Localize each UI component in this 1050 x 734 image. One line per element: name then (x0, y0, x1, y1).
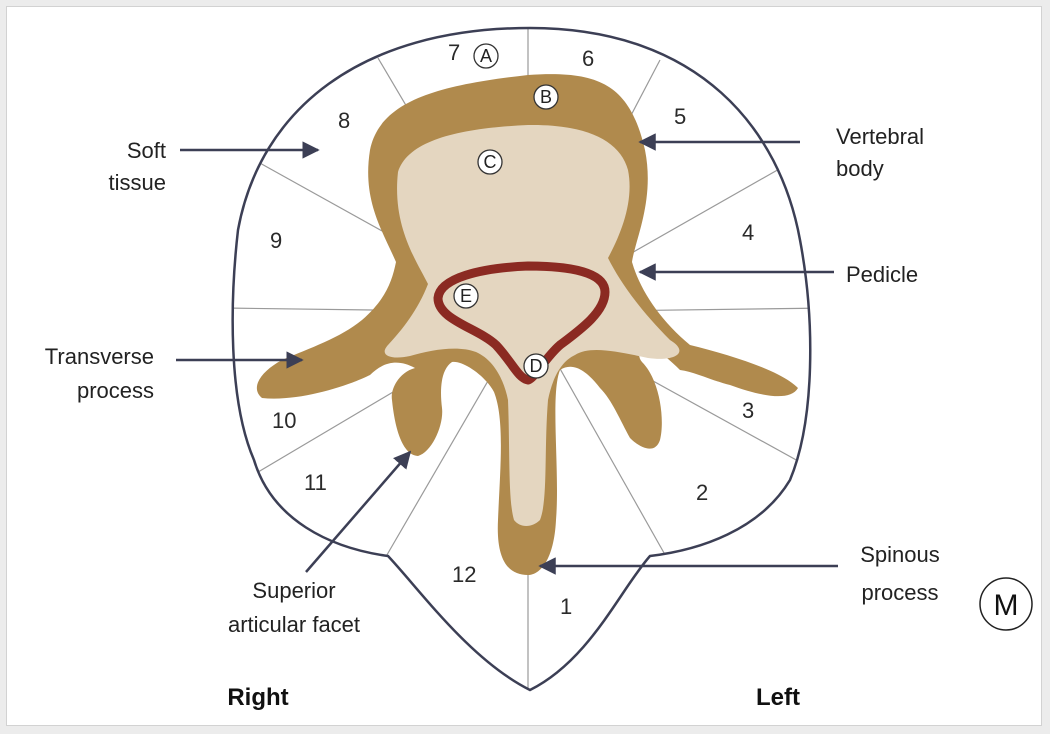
sector-numbers: 1 2 3 4 5 6 7 8 9 10 11 12 (270, 40, 754, 619)
label-pedicle: Pedicle (846, 262, 918, 287)
label-soft-tissue-line1: Soft (127, 138, 166, 163)
zone-d-circle (523, 353, 549, 379)
zone-a-circle (473, 43, 499, 69)
sector-number-7: 7 (448, 40, 460, 65)
sector-number-5: 5 (674, 104, 686, 129)
corner-mark-circle (979, 577, 1033, 631)
anatomy-labels: Soft tissue Vertebral body Pedicle Trans… (45, 124, 940, 637)
zone-b-circle (533, 84, 559, 110)
sector-number-9: 9 (270, 228, 282, 253)
side-label-right: Right (227, 684, 288, 711)
label-superior-articular-facet-line1: Superior (252, 578, 335, 603)
zone-a-label: A (480, 46, 492, 66)
corner-mark-label: M (994, 589, 1019, 622)
sector-number-1: 1 (560, 594, 572, 619)
sector-number-6: 6 (582, 46, 594, 71)
zone-e-circle (453, 283, 479, 309)
label-vertebral-body-line1: Vertebral (836, 124, 924, 149)
side-label-left: Left (756, 684, 800, 711)
sector-number-11: 11 (304, 470, 327, 495)
soft-tissue-outline (231, 26, 812, 692)
label-transverse-process-line1: Transverse (45, 344, 154, 369)
label-spinous-process-line1: Spinous (860, 542, 940, 567)
sector-number-10: 10 (272, 408, 296, 433)
label-transverse-process-line2: process (77, 378, 154, 403)
label-vertebral-body-line2: body (836, 156, 884, 181)
vertebra (256, 74, 798, 575)
superior-articular-facet-arrow (305, 450, 412, 573)
dural-ring (433, 261, 610, 385)
zone-b-label: B (540, 87, 552, 107)
label-superior-articular-facet-line2: articular facet (228, 612, 360, 637)
sector-number-3: 3 (742, 398, 754, 423)
zone-markers: A B C D E (453, 43, 559, 379)
sector-number-12: 12 (452, 562, 476, 587)
label-spinous-process-line2: process (861, 580, 938, 605)
zone-d-label: D (530, 356, 543, 376)
sector-number-4: 4 (742, 220, 754, 245)
sector-number-2: 2 (696, 480, 708, 505)
vertebral-canal-inner (384, 124, 680, 526)
sector-number-8: 8 (338, 108, 350, 133)
zone-e-label: E (460, 286, 472, 306)
zone-c-circle (477, 149, 503, 175)
label-soft-tissue-line2: tissue (109, 170, 166, 195)
callout-arrows (176, 133, 838, 575)
zone-c-label: C (484, 152, 497, 172)
